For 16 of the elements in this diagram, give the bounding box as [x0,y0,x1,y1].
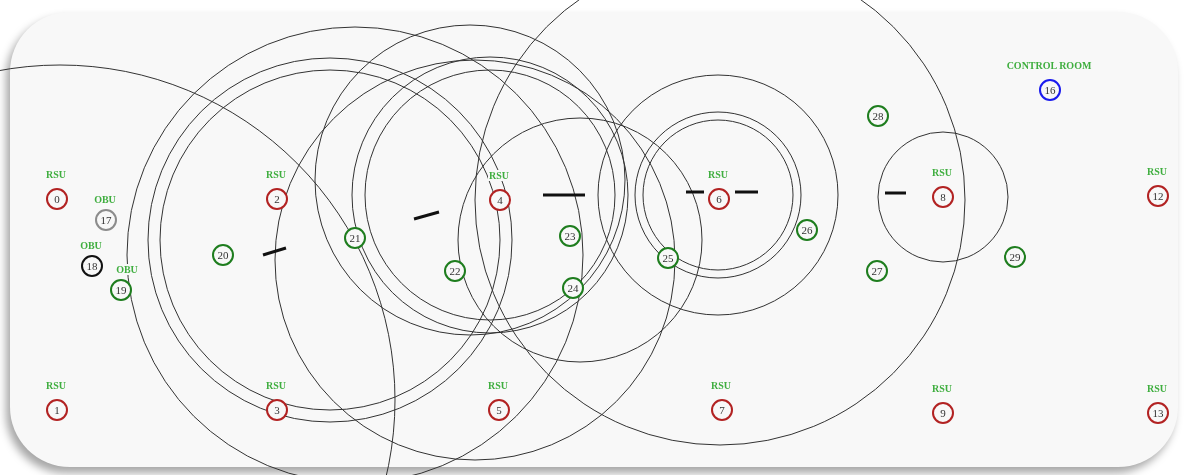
node-type-label: RSU [265,169,287,180]
node-type-label: RSU [707,169,729,180]
node-type-label: RSU [1146,166,1168,177]
node-type-label: RSU [710,380,732,391]
node-type-label: RSU [487,380,509,391]
node-type-label: RSU [45,380,67,391]
node-type-label: OBU [115,264,139,275]
node-type-label: RSU [931,383,953,394]
node-type-label: RSU [265,380,287,391]
node-type-label: RSU [1146,383,1168,394]
node-type-label: RSU [488,170,510,181]
node-type-label: RSU [45,169,67,180]
node-type-label: OBU [79,240,103,251]
node-type-label: RSU [931,167,953,178]
node-type-label: CONTROL ROOM [1005,60,1093,71]
node-type-label: OBU [93,194,117,205]
